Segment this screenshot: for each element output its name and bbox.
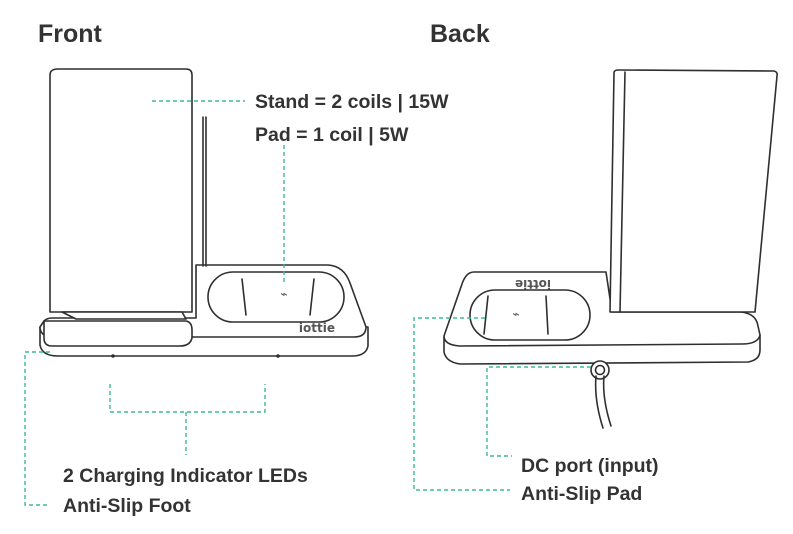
dc-port-inner xyxy=(594,364,606,376)
back-pad-seam-right xyxy=(545,295,549,335)
callout-anti-slip-pad: Anti-Slip Pad xyxy=(521,483,642,505)
stand-front-ledge xyxy=(61,311,187,320)
leader-dc-port xyxy=(486,366,591,457)
back-pad-seam-left xyxy=(483,295,489,335)
pad-center-mark: ⌁ xyxy=(280,287,287,301)
leader-anti-slip-pad xyxy=(413,317,510,491)
front-device: ⌁ iottie xyxy=(39,68,369,358)
dc-cable-left xyxy=(594,375,604,429)
led-indicator-1 xyxy=(111,354,115,358)
back-brand-logo: iottie xyxy=(515,277,551,291)
pad-seam-right xyxy=(309,278,315,316)
back-stand-panel xyxy=(609,69,778,313)
front-brand-logo: iottie xyxy=(299,321,335,335)
front-stand-foot xyxy=(43,320,193,347)
pad-seam-left xyxy=(241,278,247,316)
leader-anti-slip-foot xyxy=(24,351,50,506)
front-stand-body xyxy=(49,68,193,313)
front-charging-pad xyxy=(207,271,345,323)
stand-panel-edge xyxy=(619,71,626,313)
back-title: Back xyxy=(430,20,490,48)
back-pad-center-mark: ⌁ xyxy=(512,307,519,321)
callout-anti-slip-foot: Anti-Slip Foot xyxy=(63,495,191,517)
front-title: Front xyxy=(38,20,103,48)
back-charging-pad xyxy=(469,289,591,341)
dc-cable-right xyxy=(602,375,612,427)
led-indicator-2 xyxy=(276,354,280,358)
leader-lines xyxy=(24,100,591,506)
back-device: ⌁ iottie xyxy=(443,69,778,429)
callout-pad: Pad = 1 coil | 5W xyxy=(255,124,409,146)
dc-port xyxy=(590,360,610,380)
callout-stand: Stand = 2 coils | 15W xyxy=(255,91,449,113)
callout-dc-port: DC port (input) xyxy=(521,455,659,477)
leader-leds-bracket xyxy=(109,384,266,413)
callout-leds: 2 Charging Indicator LEDs xyxy=(63,465,308,487)
